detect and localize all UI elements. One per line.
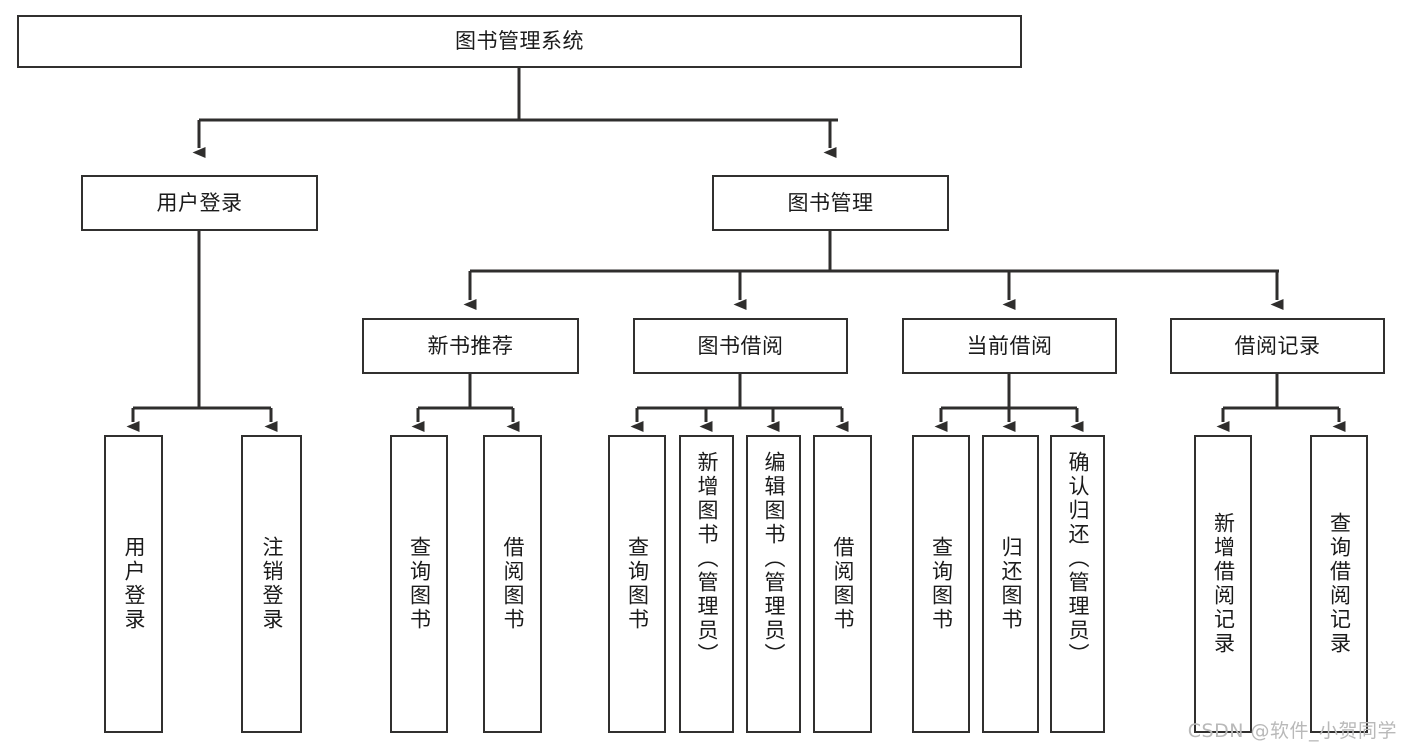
node-leaf-return-book-label: 归还图书 xyxy=(999,536,1023,632)
node-leaf-logout-login-label: 注销登录 xyxy=(260,536,284,632)
csdn-watermark: CSDN @软件_小贺同学 xyxy=(1187,720,1397,742)
node-leaf-user-login[interactable]: 用户登录 xyxy=(104,435,163,733)
node-root-label: 图书管理系统 xyxy=(455,29,584,54)
node-leaf-query-book-3-label: 查询图书 xyxy=(929,536,954,632)
node-book-borrow-label: 图书借阅 xyxy=(697,333,784,358)
node-borrow-record-label: 借阅记录 xyxy=(1234,333,1321,358)
node-leaf-query-book-1[interactable]: 查询图书 xyxy=(390,435,448,733)
node-root[interactable]: 图书管理系统 xyxy=(17,15,1022,68)
node-new-book-recommend[interactable]: 新书推荐 xyxy=(362,318,579,374)
node-leaf-borrow-book-1[interactable]: 借阅图书 xyxy=(483,435,542,733)
node-leaf-add-record-label: 新增借阅记录 xyxy=(1211,512,1236,656)
node-leaf-query-record[interactable]: 查询借阅记录 xyxy=(1310,435,1368,733)
node-leaf-edit-book-label: 编辑图书（管理员） xyxy=(762,451,786,667)
node-leaf-confirm-return[interactable]: 确认归还（管理员） xyxy=(1050,435,1105,733)
node-current-borrow-label: 当前借阅 xyxy=(966,333,1053,358)
node-leaf-borrow-book-1-label: 借阅图书 xyxy=(501,536,525,632)
node-book-management-label: 图书管理 xyxy=(787,190,874,215)
node-leaf-add-record[interactable]: 新增借阅记录 xyxy=(1194,435,1252,733)
node-book-borrow[interactable]: 图书借阅 xyxy=(633,318,848,374)
node-borrow-record[interactable]: 借阅记录 xyxy=(1170,318,1385,374)
node-leaf-confirm-return-label: 确认归还（管理员） xyxy=(1066,451,1090,667)
node-leaf-return-book[interactable]: 归还图书 xyxy=(982,435,1039,733)
node-new-book-recommend-label: 新书推荐 xyxy=(427,333,514,358)
node-leaf-add-book[interactable]: 新增图书（管理员） xyxy=(679,435,734,733)
node-leaf-query-book-1-label: 查询图书 xyxy=(407,536,432,632)
node-leaf-add-book-label: 新增图书（管理员） xyxy=(695,451,719,667)
node-user-login-label: 用户登录 xyxy=(156,190,243,215)
node-leaf-query-book-2[interactable]: 查询图书 xyxy=(608,435,666,733)
node-book-management[interactable]: 图书管理 xyxy=(712,175,949,231)
node-leaf-query-book-3[interactable]: 查询图书 xyxy=(912,435,970,733)
node-current-borrow[interactable]: 当前借阅 xyxy=(902,318,1117,374)
node-leaf-logout-login[interactable]: 注销登录 xyxy=(241,435,302,733)
node-leaf-query-record-label: 查询借阅记录 xyxy=(1327,512,1352,656)
node-user-login[interactable]: 用户登录 xyxy=(81,175,318,231)
node-leaf-borrow-book-2[interactable]: 借阅图书 xyxy=(813,435,872,733)
node-leaf-user-login-label: 用户登录 xyxy=(122,536,146,632)
node-leaf-edit-book[interactable]: 编辑图书（管理员） xyxy=(746,435,801,733)
node-leaf-query-book-2-label: 查询图书 xyxy=(625,536,650,632)
node-leaf-borrow-book-2-label: 借阅图书 xyxy=(831,536,855,632)
